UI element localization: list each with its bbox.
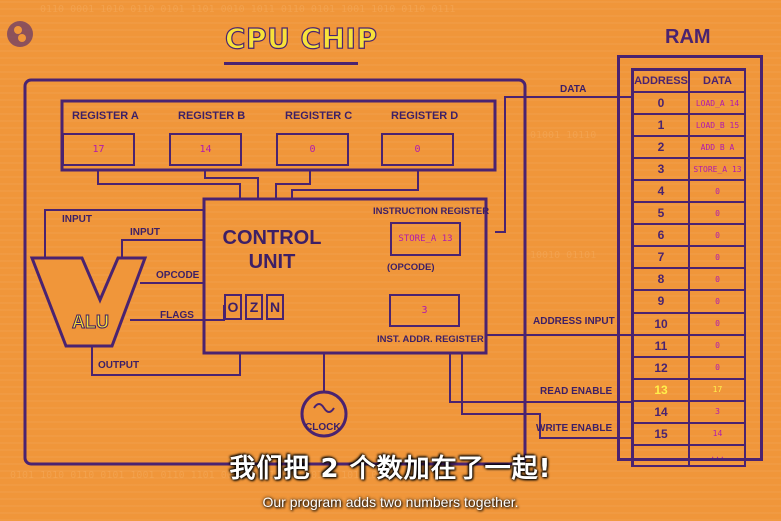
- data-bus-label: DATA: [560, 84, 587, 95]
- ram-data-cell: 0: [689, 312, 746, 335]
- ram-data-cell: 0: [689, 202, 746, 225]
- control-unit-title-line2: UNIT: [248, 251, 296, 273]
- ram-address-cell: 14: [633, 400, 689, 423]
- ram-data-cell: STORE_A 13: [689, 158, 746, 181]
- ram-address-cell: 3: [633, 158, 689, 181]
- register-d-label: REGISTER D: [391, 110, 459, 122]
- control-unit-title: CONTROL UNIT: [218, 226, 326, 274]
- register-c-label: REGISTER C: [285, 110, 353, 122]
- ram-address-cell: 12: [633, 356, 689, 379]
- ram-data-cell: LOAD_A 14: [689, 92, 746, 115]
- clock-label: CLOCK: [305, 422, 341, 433]
- ram-data-cell: ...: [689, 444, 746, 467]
- subtitle-english: Our program adds two numbers together.: [262, 494, 519, 510]
- alu-opcode-label: OPCODE: [156, 270, 200, 281]
- clock-wave-icon: [313, 403, 335, 413]
- ram-data-cell: 0: [689, 246, 746, 269]
- register-a-label: REGISTER A: [72, 110, 139, 122]
- ram-title: RAM: [665, 26, 711, 48]
- write-enable-label: WRITE ENABLE: [536, 423, 613, 434]
- ram-address-cell: 4: [633, 180, 689, 203]
- ram-data-cell: 3: [689, 400, 746, 423]
- ram-data-cell: 0: [689, 290, 746, 313]
- register-c-box: 0: [276, 133, 349, 166]
- ram-data-cell: ADD B A: [689, 136, 746, 159]
- instruction-address-register-box: 3: [389, 294, 460, 327]
- ram-data-cell: 0: [689, 268, 746, 291]
- ram-address-cell: 11: [633, 334, 689, 357]
- alu-output-label: OUTPUT: [98, 360, 140, 371]
- control-unit-title-line1: CONTROL: [222, 227, 322, 249]
- ram-outline: [617, 55, 763, 461]
- instruction-register-label: INSTRUCTION REGISTER: [373, 206, 490, 217]
- ram-data-cell: 0: [689, 334, 746, 357]
- ram-data-cell: LOAD_B 15: [689, 114, 746, 137]
- ram-data-cell: 0: [689, 224, 746, 247]
- title-underline: [224, 62, 358, 65]
- ram-address-cell: 15: [633, 422, 689, 445]
- read-enable-label: READ ENABLE: [540, 386, 613, 397]
- flag-negative: N: [266, 294, 284, 320]
- register-a-box: 17: [62, 133, 135, 166]
- ram-address-cell: 7: [633, 246, 689, 269]
- ram-address-cell: 6: [633, 224, 689, 247]
- flag-overflow: O: [224, 294, 242, 320]
- ram-address-cell: 5: [633, 202, 689, 225]
- alu-input-2-label: INPUT: [130, 227, 160, 238]
- opcode-label: (OPCODE): [387, 262, 435, 273]
- ram-address-cell: 10: [633, 312, 689, 335]
- ram-data-header: DATA: [689, 70, 746, 93]
- instruction-address-register-label: INST. ADDR. REGISTER: [377, 334, 484, 345]
- ram-address-header: ADDRESS: [633, 70, 689, 93]
- register-b-label: REGISTER B: [178, 110, 246, 122]
- diagram-title: CPU CHIP: [224, 21, 378, 55]
- ram-address-cell: 9: [633, 290, 689, 313]
- ram-address-cell: 0: [633, 92, 689, 115]
- alu-input-1-label: INPUT: [62, 214, 92, 225]
- alu-flags-label: FLAGS: [160, 310, 194, 321]
- ram-data-cell: 17: [689, 378, 746, 401]
- clock-circle: [300, 390, 348, 438]
- alu-label: ALU: [72, 312, 110, 333]
- flag-zero: Z: [245, 294, 263, 320]
- subtitle-chinese: 我们把 2 个数加在了一起!: [229, 454, 552, 484]
- pbs-logo-icon: [7, 21, 33, 47]
- control-unit-box: [202, 197, 488, 355]
- ram-address-cell: 13: [633, 378, 689, 401]
- ram-address-cell: ...: [633, 444, 689, 467]
- register-b-box: 14: [169, 133, 242, 166]
- address-input-label: ADDRESS INPUT: [533, 316, 615, 327]
- register-d-box: 0: [381, 133, 454, 166]
- ram-data-cell: 0: [689, 180, 746, 203]
- ram-data-cell: 0: [689, 356, 746, 379]
- ram-address-cell: 1: [633, 114, 689, 137]
- cpu-chip-outline: [23, 78, 527, 466]
- instruction-register-box: STORE_A 13: [390, 222, 461, 256]
- ram-address-cell: 8: [633, 268, 689, 291]
- ram-data-cell: 14: [689, 422, 746, 445]
- ram-address-cell: 2: [633, 136, 689, 159]
- alu-shape: [29, 256, 148, 348]
